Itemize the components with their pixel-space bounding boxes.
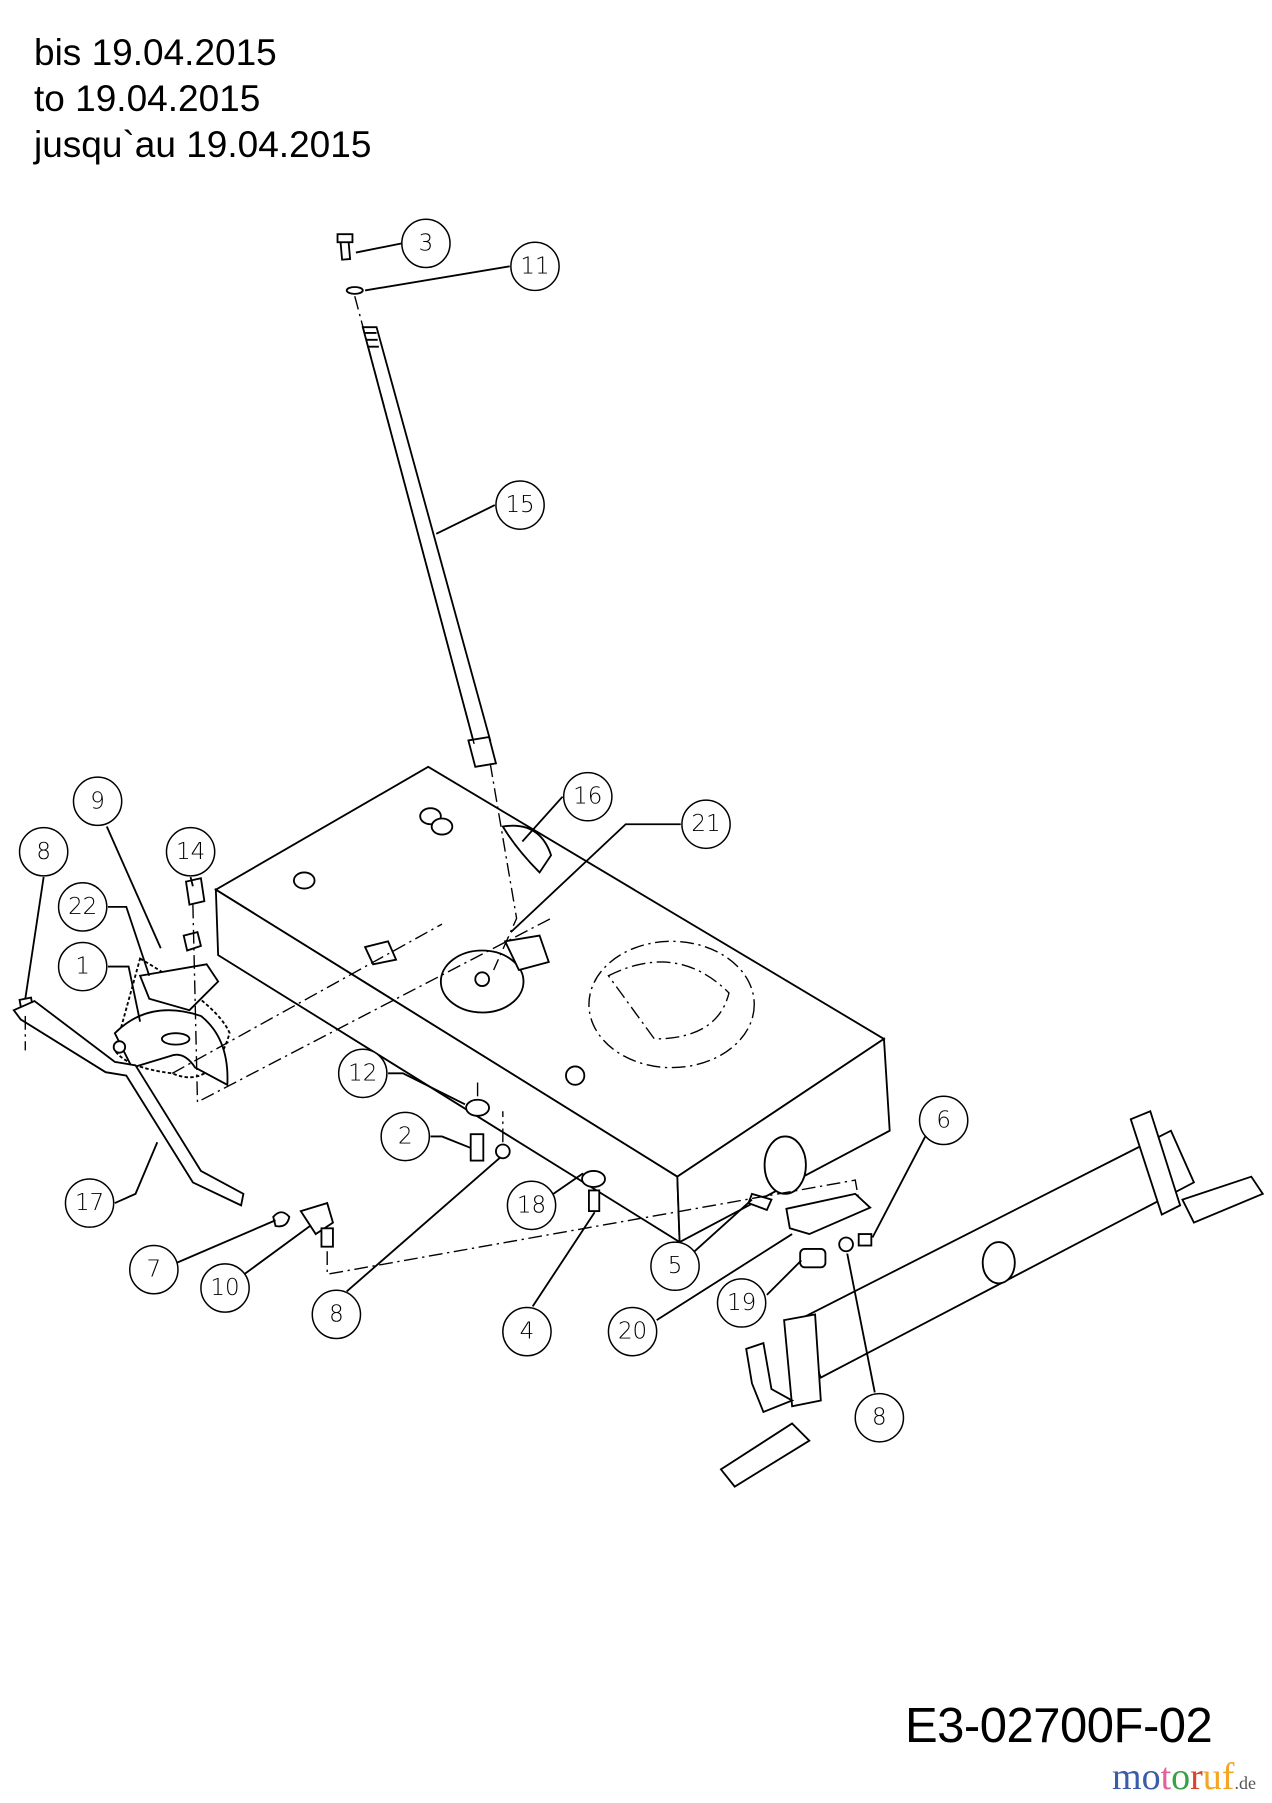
callout-number: 15 bbox=[505, 492, 534, 518]
drawing-code: E3-02700F-02 bbox=[905, 1699, 1213, 1753]
front-axle bbox=[719, 1109, 1265, 1488]
callout-circle bbox=[716, 1278, 767, 1328]
callout-number: 6 bbox=[936, 1107, 951, 1133]
callout-circle bbox=[681, 799, 731, 850]
callout-16: 16 bbox=[562, 771, 613, 822]
validity-note: bis 19.04.2015 to 19.04.2015 jusqu`au 19… bbox=[34, 30, 371, 168]
logo-suffix: .de bbox=[1234, 1773, 1256, 1793]
callout-circle bbox=[401, 218, 451, 269]
callout-circle bbox=[562, 771, 613, 822]
callout-number: 3 bbox=[419, 230, 434, 256]
callout-number: 8 bbox=[872, 1405, 887, 1431]
validity-fr: jusqu`au 19.04.2015 bbox=[34, 124, 372, 165]
callout-8: 8 bbox=[311, 1289, 362, 1340]
leader-lines bbox=[24, 242, 927, 1393]
callout-number: 18 bbox=[517, 1192, 546, 1218]
callout-10: 10 bbox=[200, 1263, 250, 1313]
steering-shaft bbox=[336, 233, 498, 768]
motoruf-watermark-logo: motoruf.de bbox=[1112, 1757, 1256, 1803]
callout-8: 8 bbox=[18, 826, 69, 877]
callout-circle bbox=[854, 1392, 905, 1443]
callout-circle bbox=[165, 826, 216, 877]
callout-number: 9 bbox=[90, 788, 105, 814]
callout-number: 4 bbox=[520, 1319, 535, 1345]
logo-letter: u bbox=[1202, 1756, 1222, 1798]
logo-letter: o bbox=[1141, 1756, 1161, 1798]
callout-number: 11 bbox=[520, 253, 549, 279]
callout-circle bbox=[129, 1244, 179, 1295]
callout-19: 19 bbox=[716, 1278, 767, 1328]
drag-link bbox=[12, 999, 335, 1248]
callout-circle bbox=[650, 1241, 700, 1292]
callout-circle bbox=[200, 1263, 250, 1313]
callout-5: 5 bbox=[650, 1241, 700, 1292]
callout-number: 2 bbox=[398, 1123, 413, 1149]
callout-number: 22 bbox=[68, 894, 97, 920]
callout-17: 17 bbox=[64, 1178, 115, 1228]
steering-gear-sector bbox=[18, 877, 231, 1087]
logo-letter: t bbox=[1160, 1756, 1172, 1798]
logo-letter: o bbox=[1171, 1756, 1191, 1798]
callout-number: 21 bbox=[691, 811, 720, 837]
callout-circle bbox=[311, 1289, 362, 1340]
callout-11: 11 bbox=[510, 241, 560, 292]
callout-2: 2 bbox=[380, 1111, 431, 1162]
callout-circle bbox=[918, 1095, 969, 1146]
callout-22: 22 bbox=[57, 882, 108, 932]
callout-number: 20 bbox=[618, 1319, 647, 1345]
callout-14: 14 bbox=[165, 826, 216, 877]
callout-number: 5 bbox=[668, 1253, 683, 1279]
validity-de: bis 19.04.2015 bbox=[34, 32, 277, 73]
callout-circle bbox=[18, 826, 69, 877]
callout-circle bbox=[57, 941, 108, 992]
callout-number: 17 bbox=[75, 1190, 104, 1216]
validity-en: to 19.04.2015 bbox=[34, 78, 261, 119]
callout-circle bbox=[72, 776, 123, 827]
callout-6: 6 bbox=[918, 1095, 969, 1146]
callout-circle bbox=[380, 1111, 431, 1162]
callout-18: 18 bbox=[506, 1180, 557, 1231]
callout-number: 19 bbox=[727, 1290, 756, 1316]
callout-number: 8 bbox=[36, 839, 51, 865]
callout-number: 8 bbox=[329, 1301, 344, 1327]
assembly-lines bbox=[24, 295, 860, 1276]
callout-8: 8 bbox=[854, 1392, 905, 1443]
callout-balloons: 3 11 15 16 21 9 14 8 22 1 12 2 6 17 18 5 7 10 19 8 4 20 8 bbox=[18, 218, 969, 1443]
callout-1: 1 bbox=[57, 941, 108, 992]
callout-20: 20 bbox=[607, 1306, 658, 1357]
callout-12: 12 bbox=[337, 1048, 388, 1099]
callout-circle bbox=[57, 882, 108, 932]
callout-9: 9 bbox=[72, 776, 123, 827]
callout-4: 4 bbox=[502, 1306, 552, 1357]
callout-7: 7 bbox=[129, 1244, 179, 1295]
callout-number: 1 bbox=[75, 954, 90, 980]
callout-circle bbox=[337, 1048, 388, 1099]
callout-circle bbox=[506, 1180, 557, 1231]
callout-number: 7 bbox=[147, 1257, 162, 1283]
callout-number: 16 bbox=[573, 784, 602, 810]
chassis-frame bbox=[214, 765, 891, 1244]
callout-15: 15 bbox=[495, 480, 545, 530]
callout-3: 3 bbox=[401, 218, 451, 269]
callout-21: 21 bbox=[681, 799, 731, 850]
callout-circle bbox=[502, 1306, 552, 1357]
callout-circle bbox=[607, 1306, 658, 1357]
logo-letter: m bbox=[1112, 1756, 1142, 1798]
callout-circle bbox=[510, 241, 560, 292]
callout-number: 12 bbox=[348, 1060, 377, 1086]
callout-circle bbox=[64, 1178, 115, 1228]
logo-letter: f bbox=[1221, 1756, 1235, 1798]
callout-circle bbox=[495, 480, 545, 530]
callout-number: 10 bbox=[210, 1275, 239, 1301]
callout-number: 14 bbox=[176, 839, 205, 865]
logo-letter: r bbox=[1190, 1756, 1203, 1798]
